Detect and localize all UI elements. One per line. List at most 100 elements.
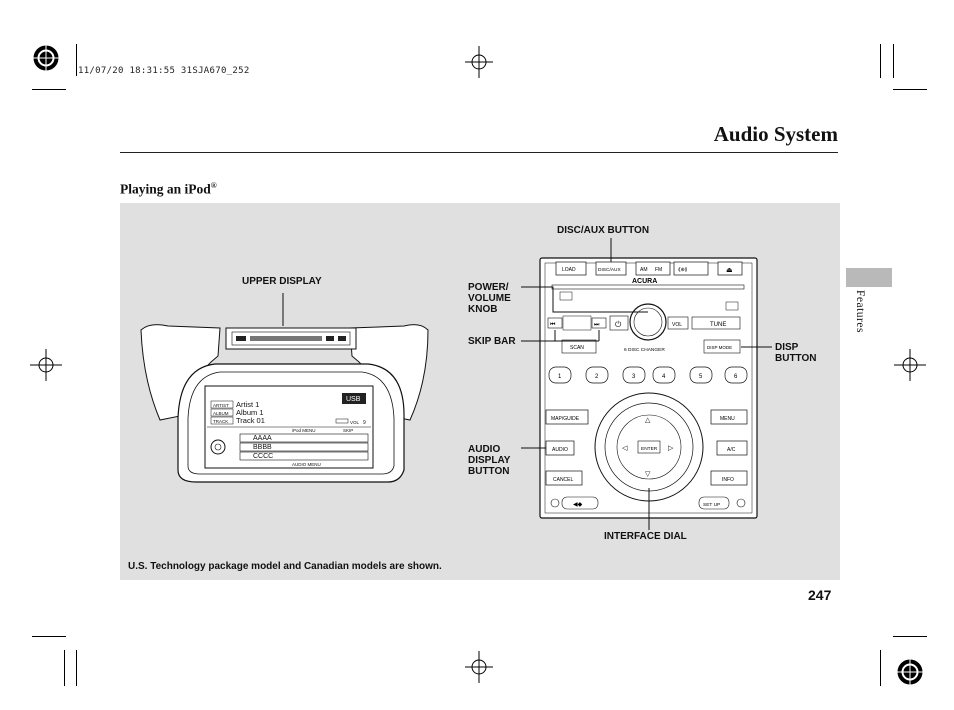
crosshair-mark <box>465 46 493 78</box>
leader-lines <box>521 238 772 530</box>
skip-label: SKIP <box>343 428 353 433</box>
preset-3-label: 3 <box>632 374 636 380</box>
callout-line: DISPLAY <box>468 455 511 466</box>
fm-label: FM <box>655 267 662 273</box>
lower-display-screen: USB ARTIST ALBUM TRACK Artist 1 Album 1 … <box>207 393 371 467</box>
crosshair-mark <box>465 651 493 683</box>
list-row <box>239 433 369 443</box>
tune-label: TUNE <box>710 322 726 328</box>
crop-mark <box>76 650 77 686</box>
speech-button-shape <box>561 496 599 510</box>
seek-button-shape <box>673 261 709 276</box>
svg-text:△: △ <box>645 417 651 424</box>
skip-bar-right <box>591 317 607 329</box>
speech-icon: ◀◆ <box>573 502 583 508</box>
audio-display-callout: AUDIO DISPLAY BUTTON <box>468 444 510 477</box>
crosshair-mark <box>894 349 926 381</box>
volume-knob <box>629 303 667 341</box>
crop-mark <box>76 44 77 76</box>
upper-display-segments <box>236 336 346 341</box>
audio-label: AUDIO <box>552 447 568 453</box>
callout-line: AUDIO <box>468 444 501 455</box>
cancel-label: CANCEL <box>553 477 574 483</box>
setup-label: SET UP <box>703 502 720 508</box>
crop-mark <box>893 89 927 90</box>
disc-aux-button-label: DISC/AUX <box>598 267 621 273</box>
callout-line: DISP <box>775 342 799 353</box>
callout-line: KNOB <box>468 304 498 315</box>
power-icon: ⏻ <box>615 320 622 329</box>
registration-mark <box>894 656 926 688</box>
seek-icon: ⟪⊕⟫ <box>678 267 688 273</box>
am-label: AM <box>640 267 648 273</box>
list-item-1: AAAA <box>253 435 272 442</box>
power-button <box>609 315 629 331</box>
artist-tag: ARTIST <box>213 403 229 408</box>
svg-text:⏭: ⏭ <box>594 322 600 328</box>
track-value: Track 01 <box>236 416 265 425</box>
menu-label: MENU <box>720 416 735 422</box>
volume-bar <box>335 418 349 424</box>
disc-aux-callout: DISC/AUX BUTTON <box>557 225 650 236</box>
crop-mark <box>880 44 881 78</box>
crop-mark <box>893 636 927 637</box>
audio-head-unit: LOAD DISC/AUX AM FM ⟪⊕⟫ ⏏ ACURA ⏮ ⏭ ⏻ VO… <box>539 257 758 519</box>
track-tag: TRACK <box>213 419 228 424</box>
upper-display-console <box>140 324 429 421</box>
eject-icon: ⏏ <box>726 267 733 274</box>
map-guide-button-shape <box>545 409 589 425</box>
vol-label: VOL <box>350 420 360 425</box>
source-badge <box>342 393 366 404</box>
preset-6-label: 6 <box>734 374 738 380</box>
preset-buttons: 1 2 3 4 5 6 <box>548 366 748 384</box>
ipod-icon <box>210 439 226 455</box>
ac-label: A/C <box>727 447 736 453</box>
album-tag: ALBUM <box>213 411 229 416</box>
map-guide-label: MAP/GUIDE <box>551 416 580 422</box>
page-title: Audio System <box>713 122 838 146</box>
info-label: INFO <box>722 477 734 483</box>
callout-line: POWER/ <box>468 282 509 293</box>
registered-mark: ® <box>210 181 217 190</box>
crosshair-mark <box>30 349 62 381</box>
preset-4-label: 4 <box>662 374 666 380</box>
scan-label: SCAN <box>570 345 584 351</box>
disp-button-shape <box>703 339 741 354</box>
section-title: Playing an iPod® <box>120 181 217 198</box>
ipod-menu-label: iPod MENU <box>292 428 316 433</box>
section-title-text: Playing an iPod <box>120 181 211 197</box>
disc-slot <box>551 284 745 290</box>
power-volume-callout: POWER/ VOLUME KNOB <box>468 282 511 315</box>
title-rule <box>120 152 838 153</box>
svg-text:▽: ▽ <box>645 471 651 478</box>
vol-knob-label: VOL <box>672 322 682 328</box>
svg-text:◁: ◁ <box>622 445 628 452</box>
callout-line: BUTTON <box>775 353 817 364</box>
load-button-label: LOAD <box>562 267 576 273</box>
callout-line: VOLUME <box>468 293 511 304</box>
side-tab <box>846 268 892 287</box>
skip-bar-callout: SKIP BAR <box>468 336 516 347</box>
audio-menu-label: AUDIO MENU <box>292 462 321 467</box>
svg-text:⏮: ⏮ <box>550 322 556 328</box>
artist-value: Artist 1 <box>236 400 259 409</box>
disp-mode-label: DISP MODE <box>707 345 732 350</box>
eject-button-shape <box>717 261 743 276</box>
album-value: Album 1 <box>236 408 264 417</box>
preset-2-label: 2 <box>595 374 599 380</box>
enter-label: ENTER <box>641 446 658 452</box>
skip-bar-left <box>547 317 563 329</box>
callout-line: BUTTON <box>468 466 510 477</box>
menu-button-shape <box>710 409 748 425</box>
load-button-shape <box>555 261 587 276</box>
print-stamp: 11/07/20 18:31:55 31SJA670_252 <box>78 66 250 76</box>
changer-label: 6 DISC CHANGER <box>624 347 665 353</box>
crop-mark <box>880 650 881 686</box>
vol-value: 9 <box>363 420 366 426</box>
crop-mark <box>64 650 65 686</box>
interface-dial-callout: INTERFACE DIAL <box>604 531 687 542</box>
ac-button-shape <box>716 440 748 456</box>
svg-text:▷: ▷ <box>668 445 674 452</box>
